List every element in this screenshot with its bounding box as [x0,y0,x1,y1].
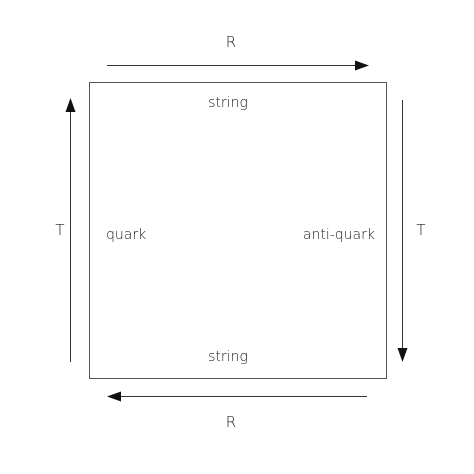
bottom-string-label: string [208,349,248,365]
top-string-label: string [208,95,248,111]
top-arrow [107,60,369,71]
bottom-axis-label: R [226,413,236,431]
bottom-arrow [107,391,367,402]
left-axis-label: T [55,221,64,239]
right-arrow [397,100,408,362]
anti-quark-label: anti-quark [303,227,375,243]
right-axis-label: T [416,221,425,239]
loop-rectangle [89,82,387,379]
left-arrow [65,98,76,362]
quark-label: quark [106,227,146,243]
top-axis-label: R [226,33,236,51]
